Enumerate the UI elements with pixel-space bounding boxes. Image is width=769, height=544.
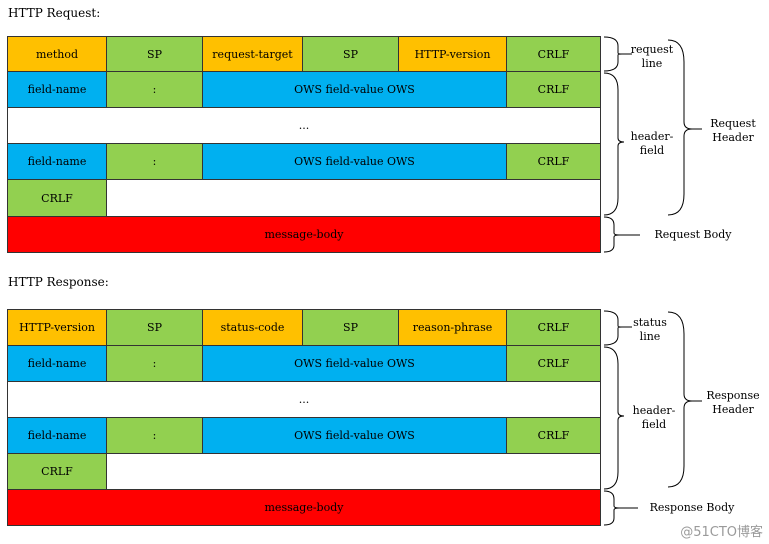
response-body-brace: [603, 490, 620, 526]
request-final-crlf: CRLF: [7, 179, 107, 217]
response-field-label-a: header-: [632, 404, 676, 417]
request-header-label-a: Request: [710, 117, 756, 130]
request-header2-name: field-name: [7, 143, 107, 180]
response-line-brace: [603, 310, 623, 346]
request-body-label: Request Body: [654, 228, 732, 241]
request-title: HTTP Request:: [8, 6, 101, 20]
request-message-body: message-body: [7, 216, 601, 253]
request-header1-value: OWS field-value OWS: [202, 71, 507, 108]
response-line-label-a: status: [633, 316, 667, 329]
response-message-body: message-body: [7, 489, 601, 526]
response-line-status-code: status-code: [202, 309, 303, 346]
watermark: @51CTO博客: [680, 525, 763, 540]
response-line-sp1: SP: [106, 309, 203, 346]
request-line-label-a: request: [630, 43, 674, 56]
response-final-crlf-empty: [106, 453, 601, 490]
response-header1-crlf: CRLF: [506, 345, 601, 382]
request-field-brace: [603, 72, 625, 216]
response-header2-crlf: CRLF: [506, 417, 601, 454]
request-line-brace: [603, 36, 623, 72]
response-header1-name: field-name: [7, 345, 107, 382]
request-header1-crlf: CRLF: [506, 71, 601, 108]
response-header2-name: field-name: [7, 417, 107, 454]
response-line-sp2: SP: [302, 309, 399, 346]
response-final-crlf: CRLF: [7, 453, 107, 490]
request-line-method: method: [7, 36, 107, 72]
request-line-crlf: CRLF: [506, 36, 601, 72]
response-header1-value: OWS field-value OWS: [202, 345, 507, 382]
response-ellipsis-row: ...: [7, 381, 601, 418]
request-line-sp1: SP: [106, 36, 203, 72]
response-header-label-b: Header: [712, 403, 754, 416]
response-line-reason: reason-phrase: [398, 309, 507, 346]
request-final-crlf-empty: [106, 179, 601, 217]
request-header-label-b: Header: [712, 131, 754, 144]
request-field-label-a: header-: [630, 130, 674, 143]
request-header1-name: field-name: [7, 71, 107, 108]
request-field-label-b: field: [639, 144, 665, 157]
response-title: HTTP Response:: [8, 275, 109, 289]
response-field-brace: [603, 346, 625, 490]
response-header-label-a: Response: [706, 389, 760, 402]
request-line-sp2: SP: [302, 36, 399, 72]
response-header2-colon: :: [106, 417, 203, 454]
response-body-label: Response Body: [649, 501, 735, 514]
request-body-brace: [603, 216, 620, 253]
response-line-crlf: CRLF: [506, 309, 601, 346]
request-line-target: request-target: [202, 36, 303, 72]
request-header1-colon: :: [106, 71, 203, 108]
response-header1-colon: :: [106, 345, 203, 382]
request-line-version: HTTP-version: [398, 36, 507, 72]
response-line-label-b: line: [639, 330, 661, 343]
request-ellipsis-row: ...: [7, 107, 601, 144]
request-header2-value: OWS field-value OWS: [202, 143, 507, 180]
response-line-version: HTTP-version: [7, 309, 107, 346]
request-header2-colon: :: [106, 143, 203, 180]
request-header2-crlf: CRLF: [506, 143, 601, 180]
response-field-label-b: field: [641, 418, 667, 431]
response-header2-value: OWS field-value OWS: [202, 417, 507, 454]
request-line-label-b: line: [641, 57, 663, 70]
